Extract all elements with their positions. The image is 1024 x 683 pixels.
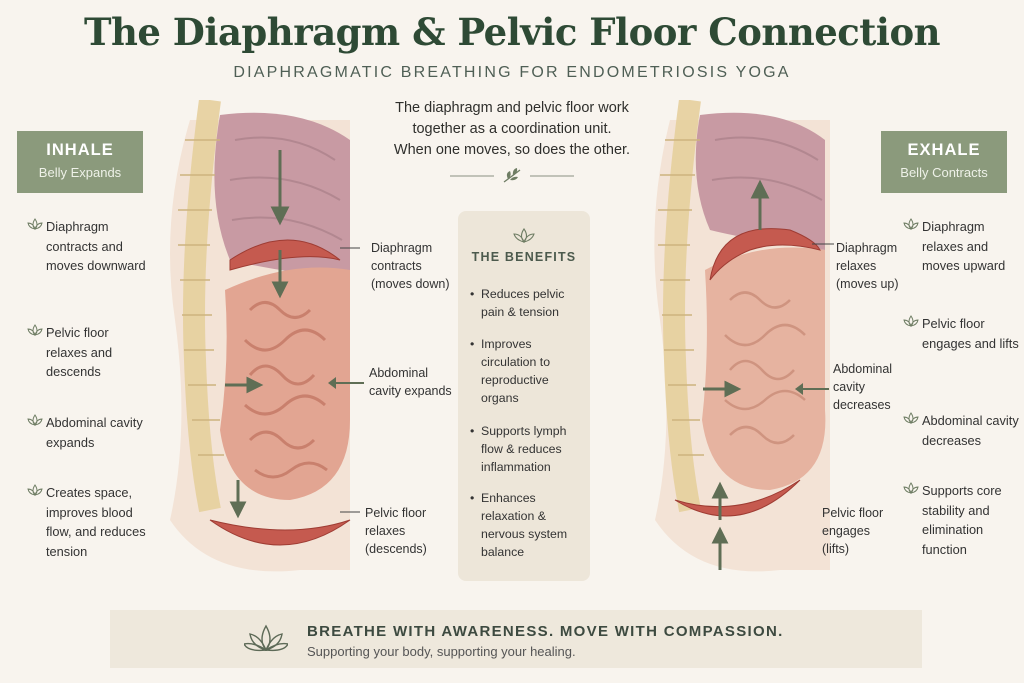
- intro-line: The diaphragm and pelvic floor work: [395, 100, 629, 116]
- inhale-tag: INHALE Belly Expands: [17, 131, 143, 193]
- inhale-diaphragm-callout: Diaphragm contracts (moves down): [371, 239, 450, 293]
- callout-line: Pelvic floor: [365, 506, 427, 520]
- page-subtitle: DIAPHRAGMATIC BREATHING FOR ENDOMETRIOSI…: [233, 64, 791, 81]
- callout-line: (moves down): [371, 277, 450, 291]
- callout-line: decreases: [833, 398, 891, 412]
- list-item: Creates space, improves blood flow, and …: [24, 483, 152, 561]
- lotus-leaf-icon: [27, 218, 43, 230]
- exhale-label: EXHALE: [907, 141, 981, 159]
- callout-line: Diaphragm: [371, 241, 433, 255]
- step-text: Pelvic floor relaxes and descends: [46, 325, 113, 379]
- lotus-leaf-icon: [27, 324, 43, 336]
- callout-line: relaxes: [365, 524, 406, 538]
- list-item: Enhances relaxation & nervous system bal…: [470, 489, 588, 561]
- exhale-sublabel: Belly Contracts: [900, 165, 988, 180]
- list-item: Supports core stability and elimination …: [900, 481, 1022, 559]
- footer-main-text: BREATHE WITH AWARENESS. MOVE WITH COMPAS…: [307, 623, 784, 640]
- list-item: Diaphragm contracts and moves downward: [24, 217, 152, 276]
- intro-text: The diaphragm and pelvic floor work toge…: [362, 98, 662, 161]
- callout-line: (lifts): [822, 542, 850, 556]
- callout-line: (moves up): [836, 277, 899, 291]
- list-item: Pelvic floor engages and lifts: [900, 314, 1022, 353]
- footer-banner: BREATHE WITH AWARENESS. MOVE WITH COMPAS…: [110, 610, 922, 668]
- inhale-label: INHALE: [46, 141, 114, 159]
- step-text: Abdominal cavity expands: [46, 415, 143, 450]
- list-item: Supports lymph flow & reduces inflammati…: [470, 422, 588, 476]
- inhale-sublabel: Belly Expands: [38, 165, 122, 180]
- leaf-sprig-icon: [450, 168, 574, 183]
- list-item: Abdominal cavity decreases: [900, 411, 1022, 450]
- callout-line: (descends): [365, 542, 427, 556]
- callout-line: Diaphragm: [836, 241, 898, 255]
- step-text: Pelvic floor engages and lifts: [922, 316, 1019, 351]
- list-item: Diaphragm relaxes and moves upward: [900, 217, 1022, 276]
- callout-line: engages: [822, 524, 870, 538]
- exhale-diaphragm-callout: Diaphragm relaxes (moves up): [836, 239, 899, 293]
- step-text: Creates space, improves blood flow, and …: [46, 485, 146, 559]
- exhale-anatomy-illustration: [654, 100, 830, 572]
- inhale-pelvic-callout: Pelvic floor relaxes (descends): [365, 504, 427, 558]
- lotus-leaf-icon: [513, 228, 535, 243]
- inhale-anatomy-illustration: [170, 100, 360, 572]
- exhale-pelvic-callout: Pelvic floor engages (lifts): [822, 504, 883, 558]
- intro-line: When one moves, so does the other.: [393, 142, 631, 158]
- callout-line-icon: [812, 243, 834, 245]
- callout-line: Abdominal: [369, 366, 429, 380]
- lotus-leaf-icon: [903, 482, 919, 494]
- callout-line: Pelvic floor: [822, 506, 884, 520]
- step-text: Supports core stability and elimination …: [922, 483, 1002, 557]
- callout-line: relaxes: [836, 259, 877, 273]
- step-text: Diaphragm contracts and moves downward: [46, 219, 146, 273]
- page-title: The Diaphragm & Pelvic Floor Connection: [83, 10, 941, 54]
- lotus-leaf-icon: [903, 412, 919, 424]
- arrow-left-icon: [795, 383, 829, 395]
- list-item: Reduces pelvic pain & tension: [470, 285, 588, 321]
- inhale-abdomen-callout: Abdominal cavity expands: [369, 364, 452, 400]
- list-item: Pelvic floor relaxes and descends: [24, 323, 152, 382]
- list-item: Abdominal cavity expands: [24, 413, 152, 452]
- footer-sub-text: Supporting your body, supporting your he…: [307, 644, 576, 659]
- exhale-tag: EXHALE Belly Contracts: [881, 131, 1007, 193]
- benefits-panel: THE BENEFITS Reduces pelvic pain & tensi…: [458, 211, 590, 581]
- callout-line: cavity expands: [369, 384, 452, 398]
- step-text: Abdominal cavity decreases: [922, 413, 1019, 448]
- step-text: Diaphragm relaxes and moves upward: [922, 219, 1006, 273]
- arrow-left-icon: [328, 377, 364, 389]
- intro-line: together as a coordination unit.: [412, 121, 612, 137]
- benefits-title: THE BENEFITS: [471, 250, 577, 264]
- callout-line: cavity: [833, 380, 865, 394]
- list-item: Improves circulation to reproductive org…: [470, 335, 588, 407]
- lotus-leaf-icon: [903, 218, 919, 230]
- lotus-leaf-icon: [903, 315, 919, 327]
- callout-line: Abdominal: [833, 362, 893, 376]
- lotus-leaf-icon: [27, 484, 43, 496]
- lotus-icon: [244, 624, 288, 652]
- exhale-abdomen-callout: Abdominal cavity decreases: [833, 360, 892, 414]
- callout-line: contracts: [371, 259, 422, 273]
- lotus-leaf-icon: [27, 414, 43, 426]
